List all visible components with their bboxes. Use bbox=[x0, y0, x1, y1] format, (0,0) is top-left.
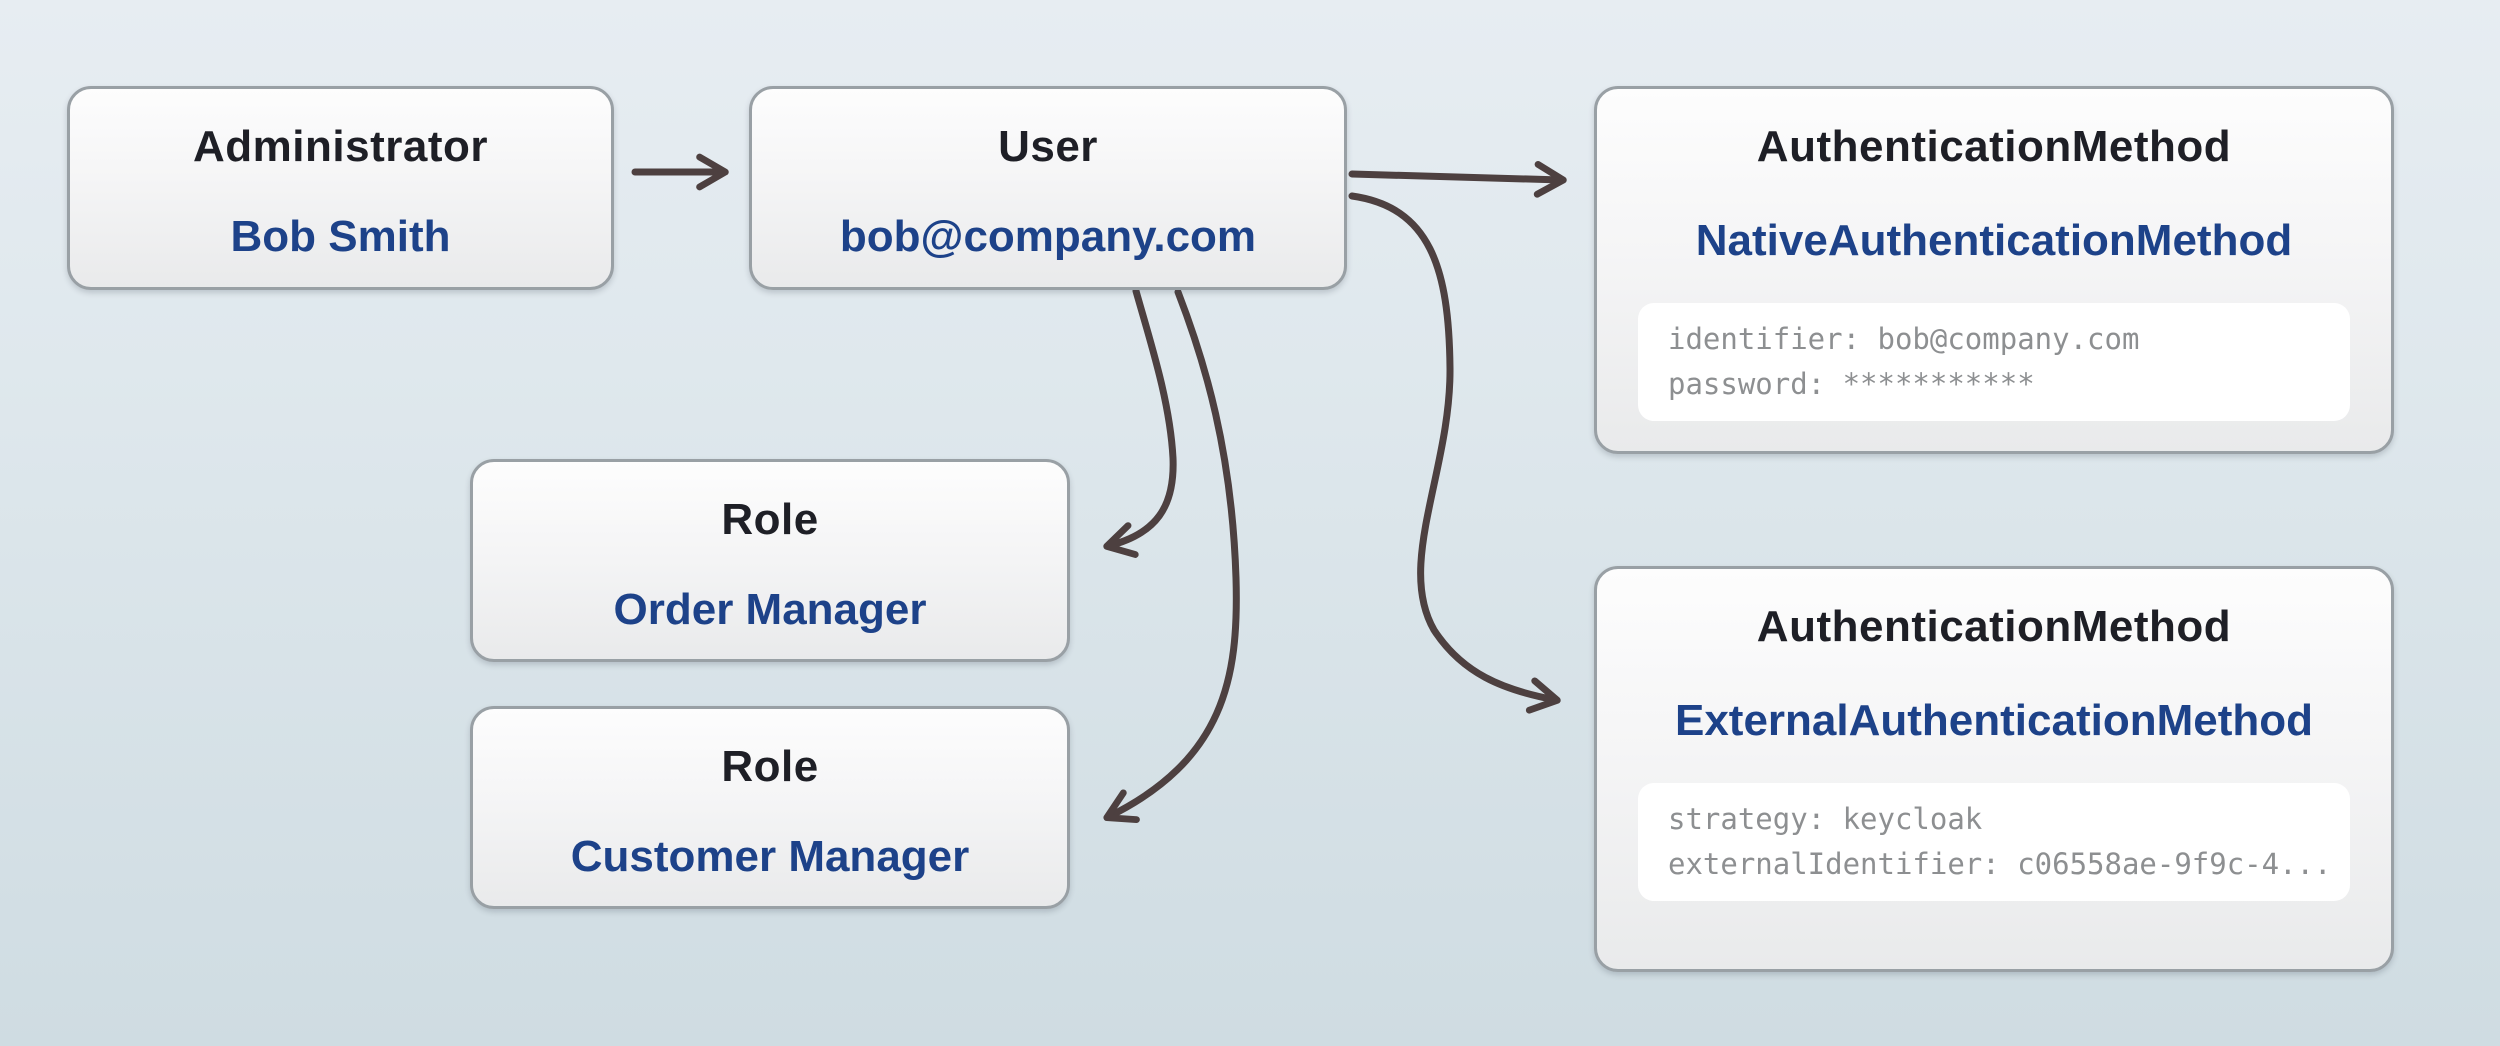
node-external-auth-type-label: AuthenticationMethod bbox=[1756, 602, 2232, 651]
node-administrator-name: Bob Smith bbox=[230, 212, 451, 261]
node-user-type-label: User bbox=[998, 122, 1098, 171]
native-auth-identifier-property: identifier: bob@company.com bbox=[1668, 322, 2140, 356]
edge-user-to-external-auth bbox=[1348, 192, 1561, 714]
external-auth-external-identifier-property: externalIdentifier: c06558ae-9f9c-4... bbox=[1668, 847, 2332, 881]
node-user-email: bob@company.com bbox=[839, 212, 1257, 261]
node-native-auth-class-name: NativeAuthenticationMethod bbox=[1695, 216, 2293, 265]
node-administrator-type-label: Administrator bbox=[193, 122, 488, 171]
native-auth-properties-panel: identifier: bob@company.com password: **… bbox=[1638, 303, 2350, 421]
node-role-order-manager: Role Order Manager bbox=[470, 459, 1070, 662]
edge-user-to-role-order-manager bbox=[1103, 287, 1177, 558]
node-native-authentication-method: AuthenticationMethod NativeAuthenticatio… bbox=[1594, 86, 2394, 454]
node-external-authentication-method: AuthenticationMethod ExternalAuthenticat… bbox=[1594, 566, 2394, 972]
native-auth-password-property: password: *********** bbox=[1668, 367, 2035, 401]
node-administrator: Administrator Bob Smith bbox=[67, 86, 614, 290]
node-role-order-manager-type-label: Role bbox=[721, 495, 819, 544]
external-auth-strategy-property: strategy: keycloak bbox=[1668, 802, 1983, 836]
node-role-customer-manager-type-label: Role bbox=[721, 742, 819, 791]
node-role-order-manager-name: Order Manager bbox=[613, 585, 927, 634]
edge-user-to-role-customer-manager bbox=[1103, 288, 1240, 823]
external-auth-properties-panel: strategy: keycloak externalIdentifier: c… bbox=[1638, 783, 2350, 901]
edge-user-to-native-auth bbox=[1348, 160, 1567, 198]
node-role-customer-manager: Role Customer Manager bbox=[470, 706, 1070, 909]
node-role-customer-manager-name: Customer Manager bbox=[570, 832, 970, 881]
node-native-auth-type-label: AuthenticationMethod bbox=[1756, 122, 2232, 171]
node-external-auth-class-name: ExternalAuthenticationMethod bbox=[1674, 696, 2314, 745]
node-user: User bob@company.com bbox=[749, 86, 1347, 290]
